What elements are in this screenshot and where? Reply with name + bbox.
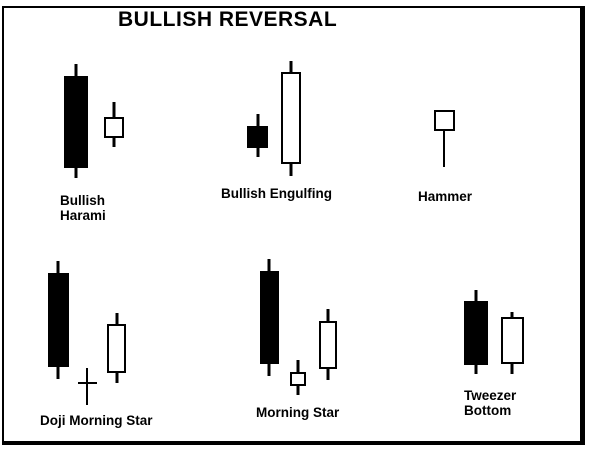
candle-body [434,110,455,131]
candle-body [464,301,488,365]
label-line: Morning Star [256,405,340,420]
candle-body [319,321,337,369]
diagram-title: BULLISH REVERSAL [118,8,338,31]
candle-doji [78,368,97,405]
candle-body [247,126,268,148]
candle-bearish [260,259,279,376]
candle-bearish [247,114,268,157]
label-morning-star: Morning Star [256,405,339,420]
candle-bearish [464,290,488,374]
label-line: Bottom [464,403,512,418]
label-line: Bullish Engulfing [221,186,332,201]
candle-bullish [104,102,124,147]
label-tweezer-bottom: Tweezer Bottom [464,388,516,418]
candle-bullish [107,313,126,383]
candle-body [501,317,524,364]
pattern-bullish-harami [64,64,124,178]
candle-bullish [281,61,301,176]
pattern-morning-star [260,259,337,395]
frame-border [2,6,585,445]
candle-bullish [501,312,524,374]
label-line: Tweezer [464,388,517,403]
candle-body [107,324,126,373]
pattern-tweezer-bottom [464,290,524,374]
candle-body [48,273,69,367]
label-doji-morning-star: Doji Morning Star [40,413,153,428]
pattern-hammer [434,110,455,167]
pattern-bullish-engulfing [247,61,301,176]
candle-bullish [319,309,337,380]
candle-bearish [48,261,69,379]
label-hammer: Hammer [418,189,472,204]
candle-body [260,271,279,364]
candle-body [64,76,88,168]
candle-bearish [64,64,88,178]
candle-small-star [290,360,306,395]
candle-bullish [434,110,455,167]
candle-body [290,372,306,386]
label-line: Doji Morning Star [40,413,153,428]
label-bullish-harami: Bullish Harami [60,193,106,223]
label-bullish-engulfing: Bullish Engulfing [221,186,332,201]
label-line: Harami [60,208,106,223]
candle-body [104,117,124,138]
label-line: Hammer [418,189,473,204]
candle-body [281,72,301,164]
label-line: Bullish [60,193,106,208]
pattern-doji-morning-star [48,261,126,405]
